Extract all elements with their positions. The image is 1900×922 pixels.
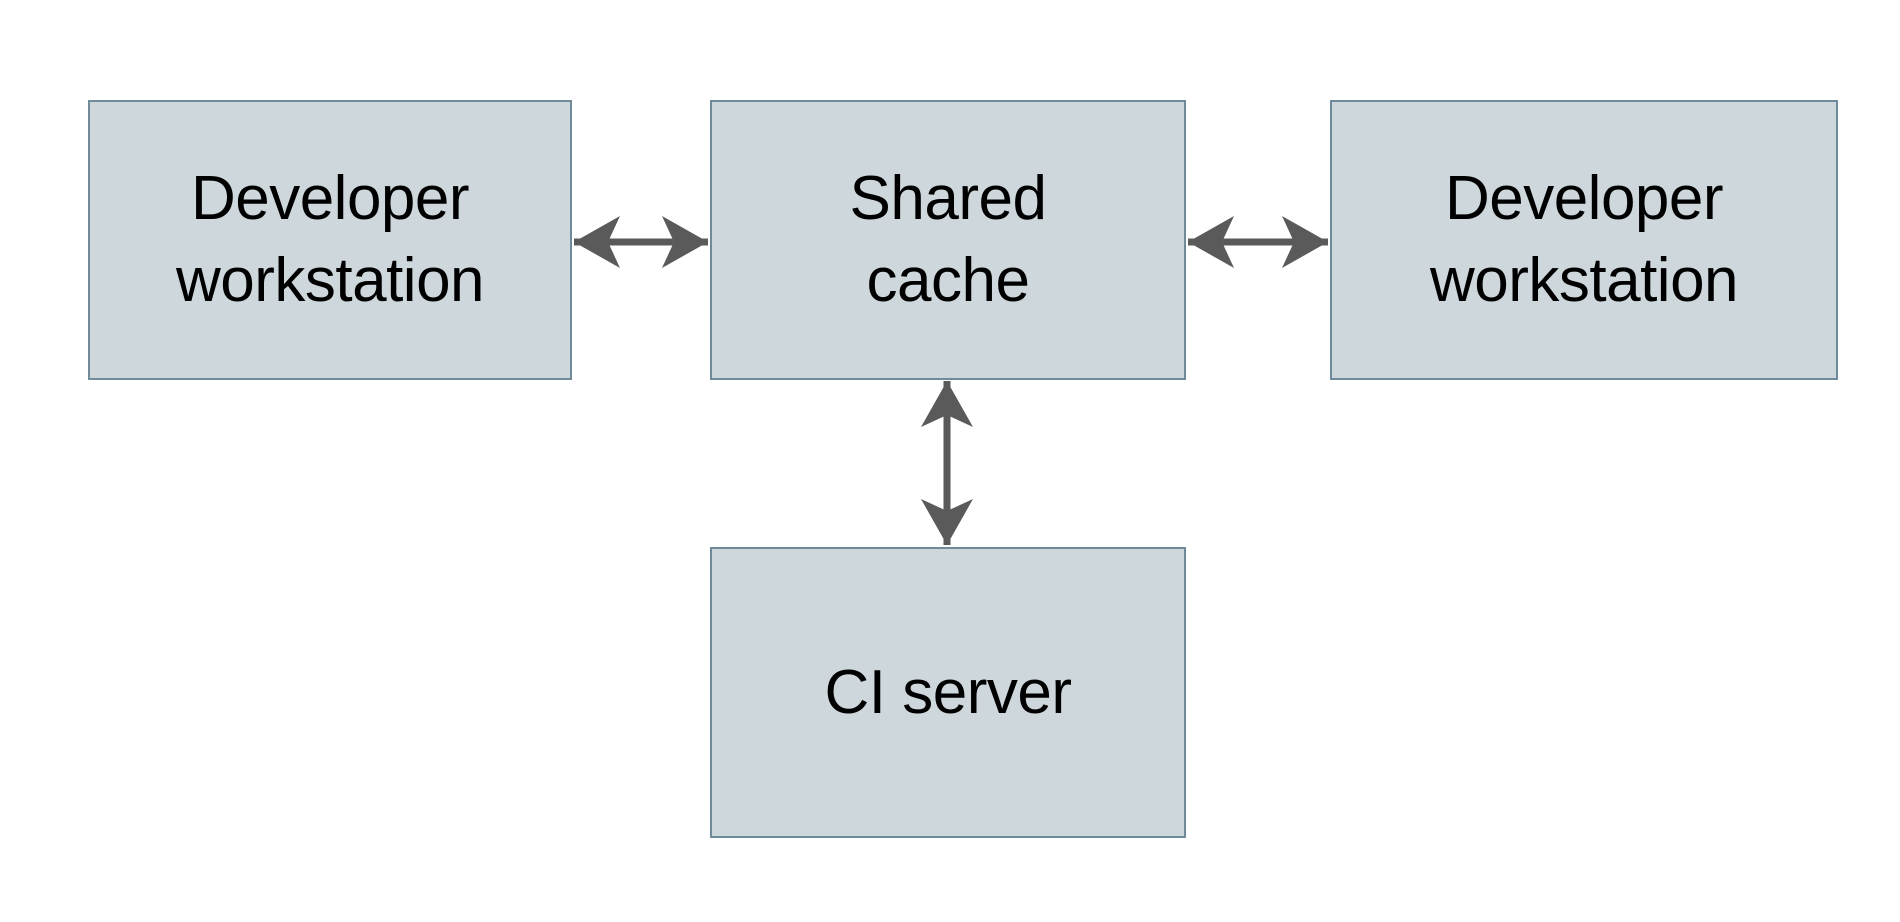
edge-cache-to-ci-server-hit[interactable] xyxy=(921,381,973,545)
node-label: Developer workstation xyxy=(1429,164,1739,315)
node-dev-workstation-right[interactable]: Developer workstation xyxy=(1330,100,1838,380)
edge-dev-left-to-cache-hit[interactable] xyxy=(574,216,708,268)
node-label: CI server xyxy=(824,657,1072,727)
node-shared-cache[interactable]: Shared cache xyxy=(710,100,1186,380)
node-ci-server[interactable]: CI server xyxy=(710,547,1186,838)
edge-cache-to-dev-right-hit[interactable] xyxy=(1188,216,1328,268)
node-label: Shared cache xyxy=(849,164,1047,315)
node-label: Developer workstation xyxy=(175,164,485,315)
node-dev-workstation-left[interactable]: Developer workstation xyxy=(88,100,572,380)
